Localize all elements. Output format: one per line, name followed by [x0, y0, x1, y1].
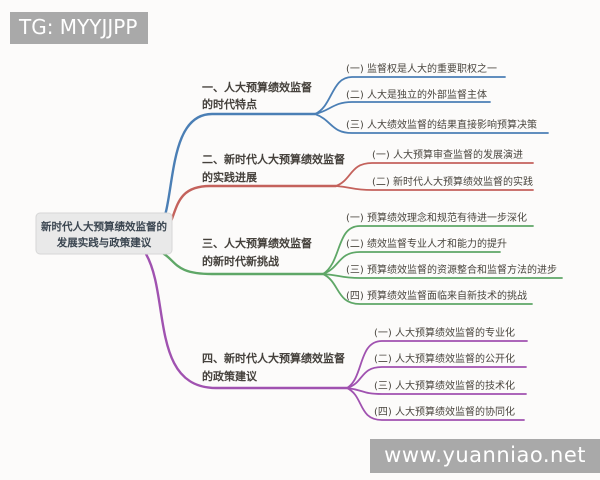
- branch-3-child-3-line: [322, 273, 563, 279]
- branch-4-child-4-text: (四) 人大预算绩效监督的协同化: [374, 405, 515, 418]
- branch-4-child-3-line: [346, 387, 527, 395]
- branch-3-child-2-text: (二) 绩效监督专业人才和能力的提升: [346, 237, 507, 250]
- branch-4-label-line1: 四、新时代人大预算绩效监督: [202, 351, 345, 365]
- branch-4-curve: [144, 252, 349, 390]
- branch-3-child-2-line: [322, 251, 501, 275]
- branch-4-child-1-line: [346, 340, 528, 389]
- branch-1-child-1-line: [314, 76, 506, 115]
- branch-3-child-4-text: (四) 预算绩效监督面临来自新技术的挑战: [346, 289, 527, 302]
- branch-1-child-2-text: (二) 人大是独立的外部监督主体: [346, 88, 487, 101]
- branch-2-label-line2: 的实践进展: [202, 170, 258, 184]
- watermark-top: TG: MYYJJPP: [10, 12, 149, 44]
- branch-3-label-line2: 的新时代新挑战: [202, 254, 279, 268]
- branch-4-child-4-line: [346, 387, 525, 421]
- branch-3-label-line1: 三、人大预算绩效监督: [202, 236, 312, 250]
- branch-1: 一、人大预算绩效监督 的时代特点 (一) 监督权是人大的重要职权之一 (二) 人…: [158, 62, 549, 230]
- branch-3: 三、人大预算绩效监督 的新时代新挑战 (一) 预算绩效理念和规范有待进一步深化 …: [154, 211, 563, 305]
- branch-2-child-1-text: (一) 人大预算审查监督的发展演进: [372, 148, 523, 161]
- branch-4: 四、新时代人大预算绩效监督 的政策建议 (一) 人大预算绩效监督的专业化 (二)…: [144, 252, 528, 421]
- branch-4-child-2-text: (二) 人大预算绩效监督的公开化: [374, 352, 515, 365]
- root-title-line2: 发展实践与政策建议: [56, 236, 152, 249]
- branch-1-label-line1: 一、人大预算绩效监督: [202, 80, 312, 94]
- root-title-line1: 新时代人大预算绩效监督的: [41, 220, 167, 233]
- branch-2-child-2-text: (二) 新时代人大预算绩效监督的实践: [372, 175, 533, 188]
- branch-4-child-3-text: (三) 人大预算绩效监督的技术化: [374, 379, 515, 392]
- branch-3-child-3-text: (三) 预算绩效监督的资源整合和监督方法的进步: [346, 263, 557, 276]
- branch-3-child-4-line: [322, 273, 533, 305]
- branch-1-child-1-text: (一) 监督权是人大的重要职权之一: [346, 62, 497, 75]
- branch-3-child-1-line: [322, 225, 534, 275]
- branch-4-child-1-text: (一) 人大预算绩效监督的专业化: [374, 326, 515, 339]
- watermark-bottom: www.yuanniao.net: [370, 439, 600, 473]
- branch-1-label-line2: 的时代特点: [202, 97, 257, 111]
- branch-2-label-line1: 二、新时代人大预算绩效监督: [202, 152, 345, 166]
- branch-2-child-1-line: [335, 162, 534, 187]
- branch-1-child-3-text: (三) 人大绩效监督的结果直接影响预算决策: [346, 118, 537, 131]
- branch-3-child-1-text: (一) 预算绩效理念和规范有待进一步深化: [346, 211, 527, 224]
- branch-1-child-3-line: [314, 113, 549, 134]
- branch-2: 二、新时代人大预算绩效监督 的实践进展 (一) 人大预算审查监督的发展演进 (二…: [158, 148, 534, 240]
- branch-1-child-2-line: [314, 101, 491, 115]
- branch-2-child-2-line: [335, 185, 534, 191]
- root-node-box: [35, 212, 173, 255]
- branch-4-child-2-line: [346, 366, 527, 389]
- root-node: 新时代人大预算绩效监督的 发展实践与政策建议: [35, 212, 173, 255]
- branch-4-label-line2: 的政策建议: [202, 369, 258, 383]
- branch-2-curve: [158, 184, 338, 240]
